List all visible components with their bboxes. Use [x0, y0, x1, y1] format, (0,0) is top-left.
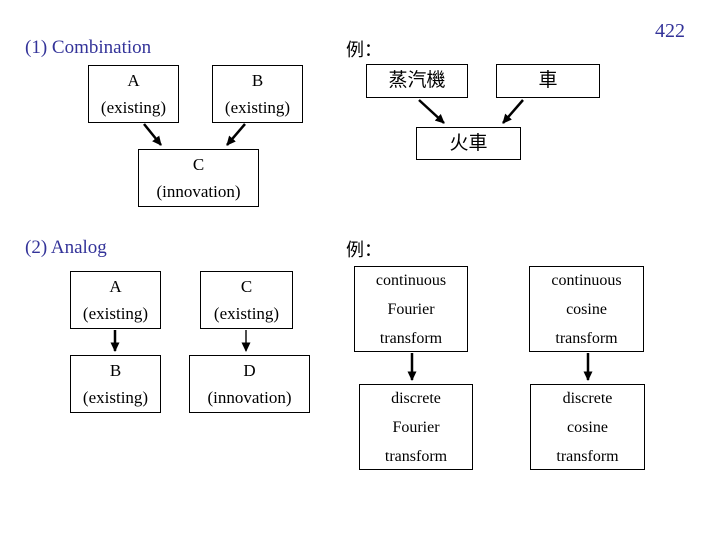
- box-b-existing: B (existing): [212, 65, 303, 123]
- box-continuous-cosine-transform: continuous cosine transform: [529, 266, 644, 352]
- example-label-2: 例：: [346, 240, 382, 260]
- box-analog-d-innovation: D (innovation): [189, 355, 310, 413]
- arrow-a-to-c: [143, 123, 162, 146]
- box-discrete-cosine-transform: discrete cosine transform: [530, 384, 645, 470]
- box-vehicle: 車: [496, 64, 600, 98]
- arrow-vehicle-to-train: [502, 99, 524, 124]
- box-discrete-fourier-transform: discrete Fourier transform: [359, 384, 473, 470]
- box-continuous-fourier-transform: continuous Fourier transform: [354, 266, 468, 352]
- section-1-heading: (1) Combination: [25, 37, 152, 58]
- box-analog-c-existing: C (existing): [200, 271, 293, 329]
- box-analog-b-existing: B (existing): [70, 355, 161, 413]
- box-train: 火車: [416, 127, 521, 160]
- arrow-steam-to-train: [418, 99, 445, 124]
- box-analog-a-existing: A (existing): [70, 271, 161, 329]
- box-c-innovation: C (innovation): [138, 149, 259, 207]
- example-label-1: 例：: [346, 40, 382, 60]
- box-steam-engine: 蒸汽機: [366, 64, 468, 98]
- section-2-heading: (2) Analog: [25, 237, 107, 258]
- box-a-existing: A (existing): [88, 65, 179, 123]
- page-number: 422: [655, 20, 685, 42]
- arrow-b-to-c: [226, 123, 246, 146]
